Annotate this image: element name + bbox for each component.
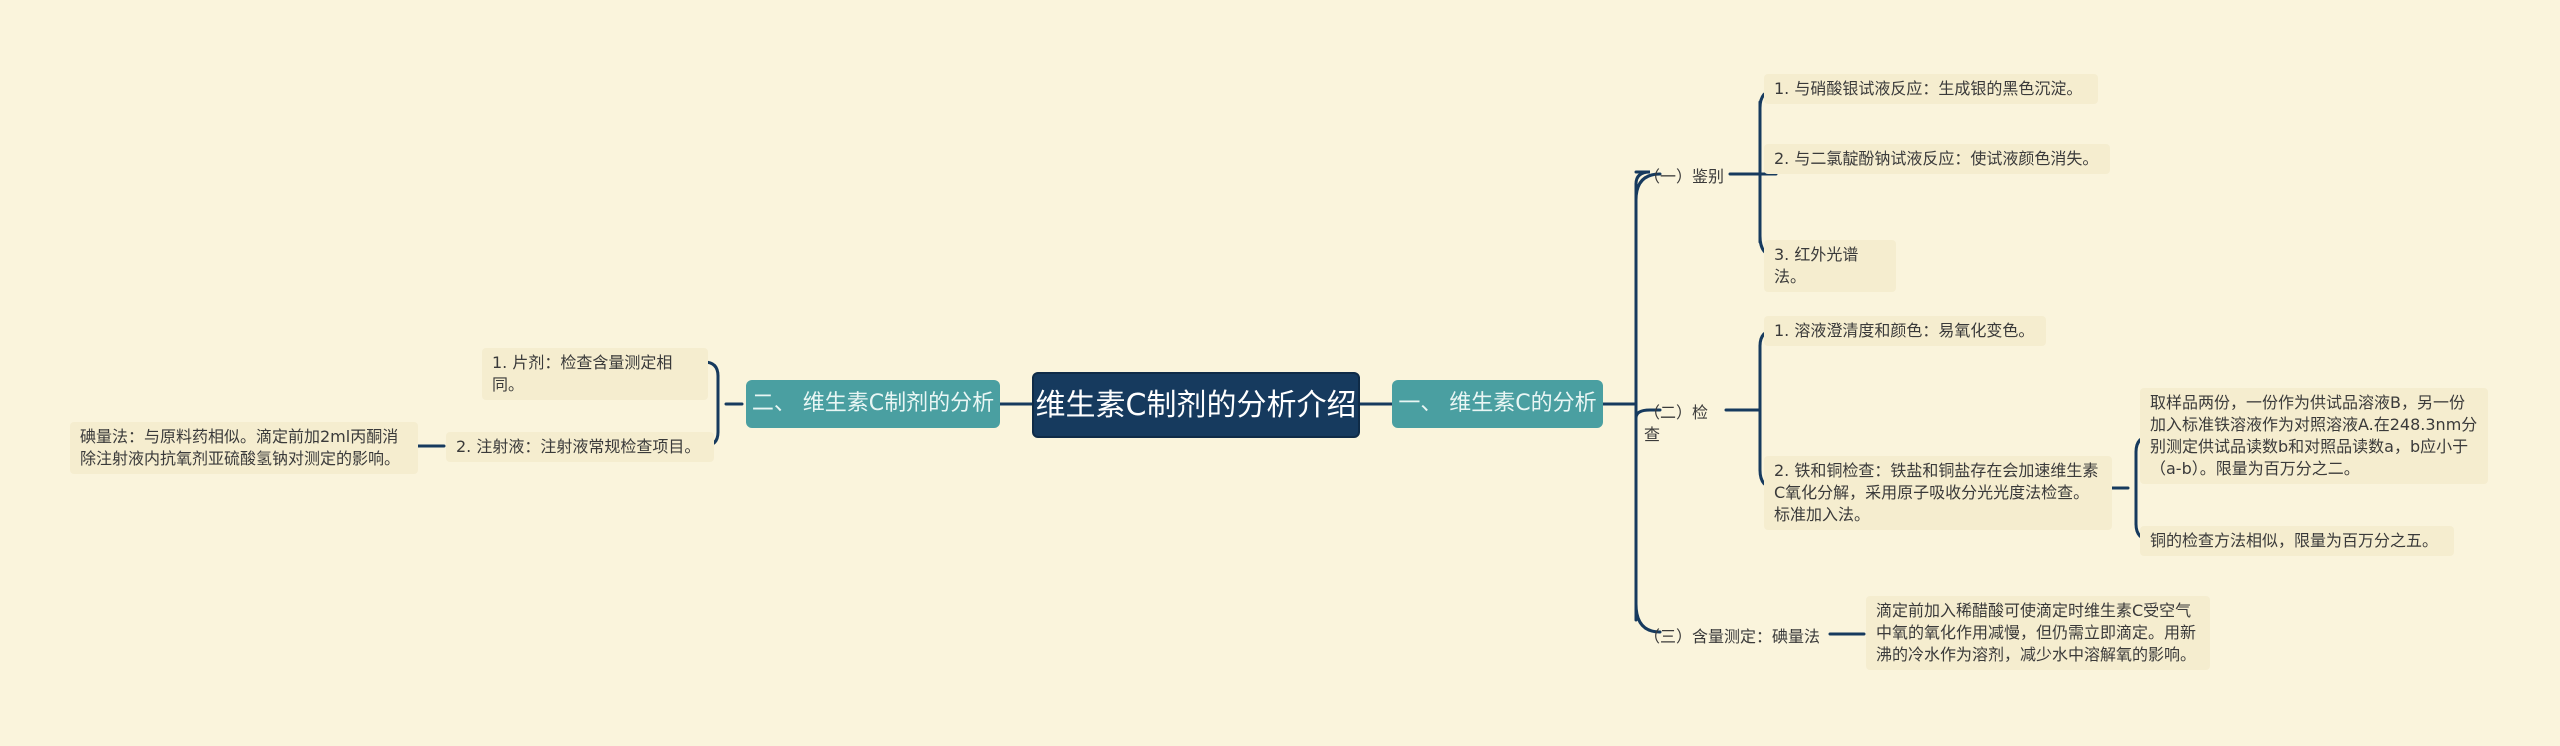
root-topic[interactable]: 维生素C制剂的分析介绍 bbox=[1032, 372, 1360, 438]
inspection-clarity[interactable]: 1. 溶液澄清度和颜色：易氧化变色。 bbox=[1764, 316, 2046, 346]
branch-vitamin-c-analysis[interactable]: 一、 维生素C的分析 bbox=[1392, 380, 1603, 428]
topic-inspection[interactable]: （二）检查 bbox=[1644, 403, 1709, 444]
branch-vitamin-c-preparation-analysis[interactable]: 二、 维生素C制剂的分析 bbox=[746, 380, 1000, 428]
assay-detail[interactable]: 滴定前加入稀醋酸可使滴定时维生素C受空气中氧的氧化作用减慢，但仍需立即滴定。用新… bbox=[1866, 596, 2210, 670]
iron-detail[interactable]: 取样品两份，一份作为供试品溶液B，另一份加入标准铁溶液作为对照溶液A.在248.… bbox=[2140, 388, 2488, 484]
identification-item-1[interactable]: 1. 与硝酸银试液反应：生成银的黑色沉淀。 bbox=[1764, 74, 2098, 104]
injection-item[interactable]: 2. 注射液：注射液常规检查项目。 bbox=[446, 432, 714, 462]
copper-detail[interactable]: 铜的检查方法相似，限量为百万分之五。 bbox=[2140, 526, 2454, 556]
injection-detail[interactable]: 碘量法：与原料药相似。滴定前加2ml丙酮消除注射液内抗氧剂亚硫酸氢钠对测定的影响… bbox=[70, 422, 418, 474]
identification-item-3[interactable]: 3. 红外光谱法。 bbox=[1764, 240, 1896, 292]
inspection-iron-copper[interactable]: 2. 铁和铜检查：铁盐和铜盐存在会加速维生素C氧化分解，采用原子吸收分光光度法检… bbox=[1764, 456, 2112, 530]
topic-assay-iodometry[interactable]: （三）含量测定：碘量法 bbox=[1644, 627, 1821, 646]
identification-item-2[interactable]: 2. 与二氯靛酚钠试液反应：使试液颜色消失。 bbox=[1764, 144, 2110, 174]
tablet-item[interactable]: 1. 片剂：检查含量测定相同。 bbox=[482, 348, 708, 400]
topic-identification[interactable]: （一）鉴别 bbox=[1644, 167, 1725, 186]
